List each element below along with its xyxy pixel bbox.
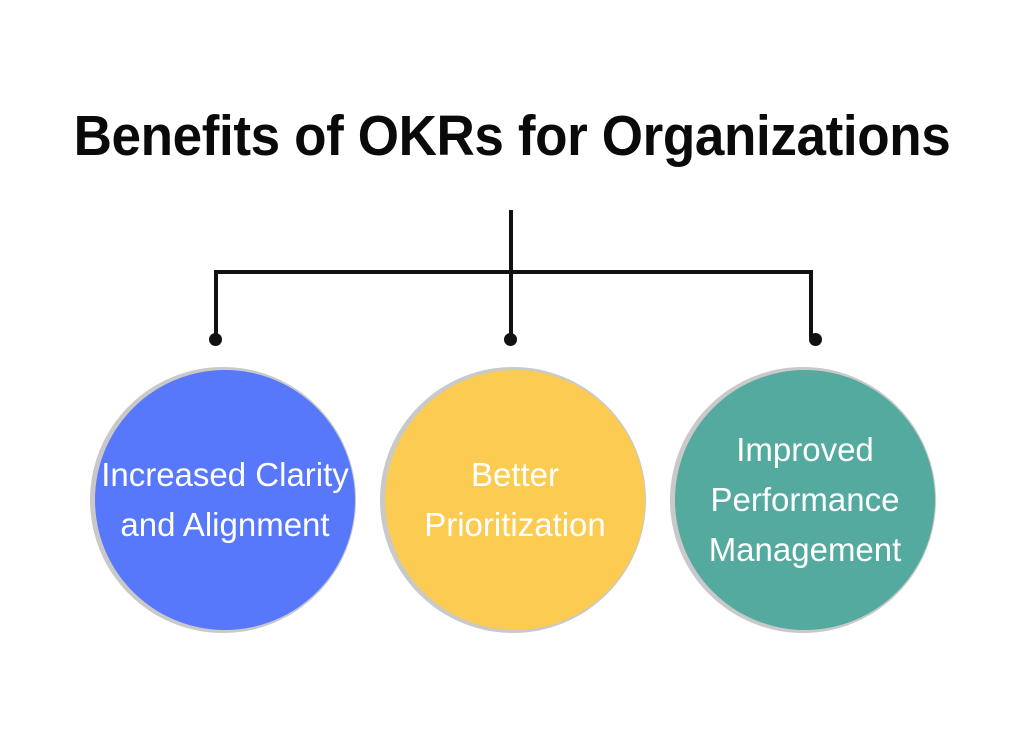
connector-horizontal-rail (214, 270, 813, 274)
connector-dot-center (504, 333, 517, 346)
benefit-node-2[interactable]: Better Prioritization (380, 367, 646, 633)
connector-drop-center (509, 270, 513, 338)
node-disc-2: Better Prioritization (385, 370, 645, 630)
benefit-node-3[interactable]: Improved Performance Management (670, 367, 936, 633)
connector-dot-left (209, 333, 222, 346)
connector-stem-vertical (509, 210, 513, 272)
connector-drop-left (214, 270, 218, 338)
benefit-node-1[interactable]: Increased Clarity and Alignment (90, 367, 356, 633)
node-label-2: Better Prioritization (424, 456, 606, 543)
page-title: Benefits of OKRs for Organizations (73, 104, 951, 168)
node-label-3: Improved Performance Management (708, 431, 902, 568)
connector-dot-right (809, 333, 822, 346)
node-label-1: Increased Clarity and Alignment (101, 456, 349, 543)
node-disc-3: Improved Performance Management (675, 370, 935, 630)
node-disc-1: Increased Clarity and Alignment (95, 370, 355, 630)
connector-drop-right (809, 270, 813, 338)
